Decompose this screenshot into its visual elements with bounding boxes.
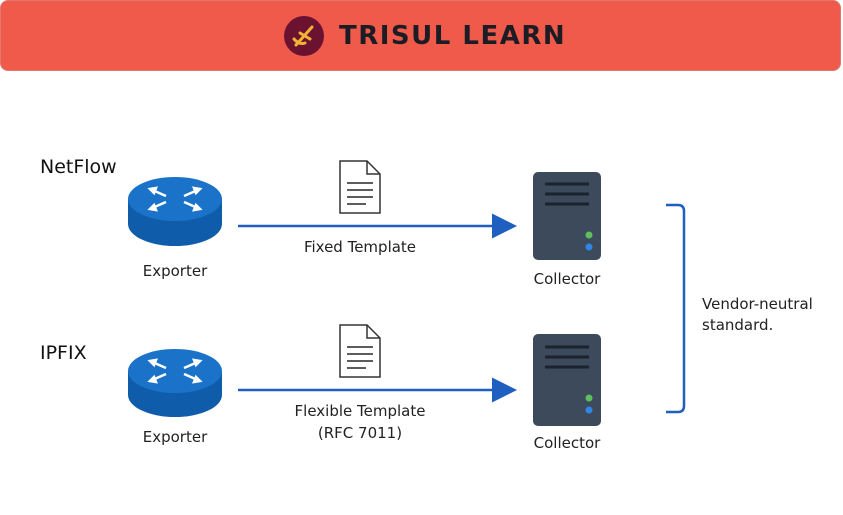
template-sublabel: (RFC 7011): [317, 424, 403, 442]
document-icon: [339, 160, 381, 214]
exporter-label: Exporter: [142, 262, 208, 280]
template-label: Fixed Template: [303, 238, 417, 256]
document-icon: [339, 324, 381, 378]
protocol-label-netflow: NetFlow: [40, 156, 117, 178]
server-icon: [533, 172, 601, 260]
note-line-1: Vendor-neutral: [702, 295, 813, 313]
exporter-label: Exporter: [142, 428, 208, 446]
collector-label: Collector: [533, 270, 601, 288]
protocol-label-ipfix: IPFIX: [40, 342, 87, 364]
brand: TRISUL LEARN: [283, 15, 566, 57]
note-line-2: standard.: [702, 316, 774, 334]
template-label: Flexible Template: [294, 402, 426, 420]
router-icon: [128, 177, 222, 246]
server-icon: [533, 334, 601, 426]
brand-title: TRISUL LEARN: [339, 21, 567, 51]
trisul-logo-icon: [284, 16, 324, 56]
collector-label: Collector: [533, 434, 601, 452]
grouping-bracket: [666, 203, 686, 414]
router-icon: [128, 349, 222, 417]
header-banner: TRISUL LEARN: [0, 0, 841, 71]
